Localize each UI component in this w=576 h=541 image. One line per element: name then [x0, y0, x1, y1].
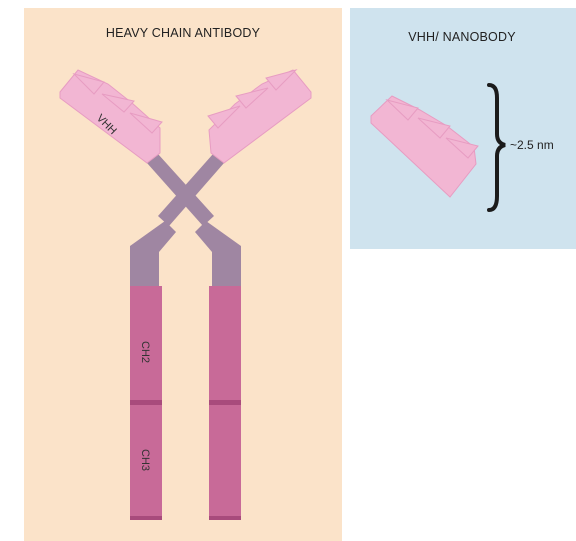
right-constant-chain [209, 286, 241, 520]
nanobody-title: VHH/ NANOBODY [408, 30, 516, 44]
heavy-chain-title: HEAVY CHAIN ANTIBODY [106, 26, 261, 40]
right-chain-end [209, 516, 241, 520]
right-ch3-domain [209, 404, 241, 518]
size-label: ~2.5 nm [510, 138, 554, 152]
ch2-label: CH2 [139, 341, 151, 363]
left-domain-divider [130, 400, 162, 405]
left-constant-chain [130, 286, 162, 520]
left-chain-end [130, 516, 162, 520]
right-domain-divider [209, 400, 241, 405]
ch3-label: CH3 [139, 449, 151, 471]
right-ch2-domain [209, 286, 241, 402]
